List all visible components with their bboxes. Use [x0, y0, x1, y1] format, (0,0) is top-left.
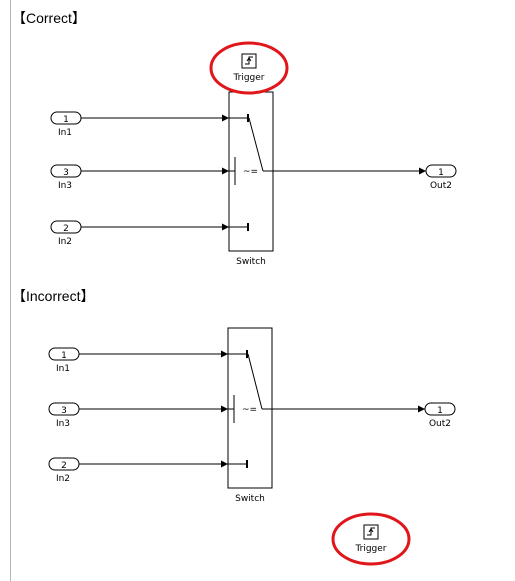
inport-in2-number: 2 [63, 224, 69, 234]
inport-label-in3: In3 [56, 419, 70, 429]
outport-out2 [424, 402, 456, 416]
outport-out2-number: 1 [437, 406, 443, 416]
switch-label: Switch [235, 494, 265, 504]
outport-label-out2: Out2 [430, 181, 452, 191]
inport-label-in1: In1 [56, 364, 70, 374]
inport-in1-number: 1 [61, 351, 67, 361]
trigger-label: Trigger [232, 73, 264, 83]
outport-out2-number: 1 [438, 168, 444, 178]
highlight-circle [331, 512, 411, 566]
highlight-circle [209, 41, 289, 95]
switch-terminal-bottom [246, 460, 248, 468]
switch-block [227, 327, 273, 489]
inport-in3-number: 3 [61, 406, 67, 416]
outport-label-out2: Out2 [429, 419, 451, 429]
inport-in3-number: 3 [63, 168, 69, 178]
switch-criteria: ~= [242, 405, 257, 415]
switch-criteria: ~= [243, 167, 258, 177]
rising-edge-trigger-icon [245, 56, 253, 65]
page-left-border [10, 0, 11, 581]
trigger-arrow-icon [368, 528, 374, 533]
switch-terminal-bottom [247, 223, 249, 231]
outport-out2 [425, 164, 457, 178]
inport-label-in3: In3 [58, 181, 72, 191]
heading-correct: 【Correct】 [12, 10, 86, 26]
inport-in2-number: 2 [61, 461, 67, 471]
trigger-label: Trigger [354, 544, 386, 554]
trigger-arrow-icon [246, 57, 252, 62]
switch-lever [248, 117, 264, 172]
switch-terminal-top [247, 114, 249, 122]
rising-edge-trigger-icon [367, 527, 375, 536]
switch-terminal-top [246, 350, 248, 358]
inport-label-in2: In2 [58, 237, 72, 247]
inport-label-in2: In2 [56, 474, 70, 484]
heading-incorrect: 【Incorrect】 [12, 288, 95, 304]
inport-label-in1: In1 [58, 128, 72, 138]
switch-lever [247, 353, 263, 410]
switch-label: Switch [236, 257, 266, 267]
inport-in1-number: 1 [63, 115, 69, 125]
